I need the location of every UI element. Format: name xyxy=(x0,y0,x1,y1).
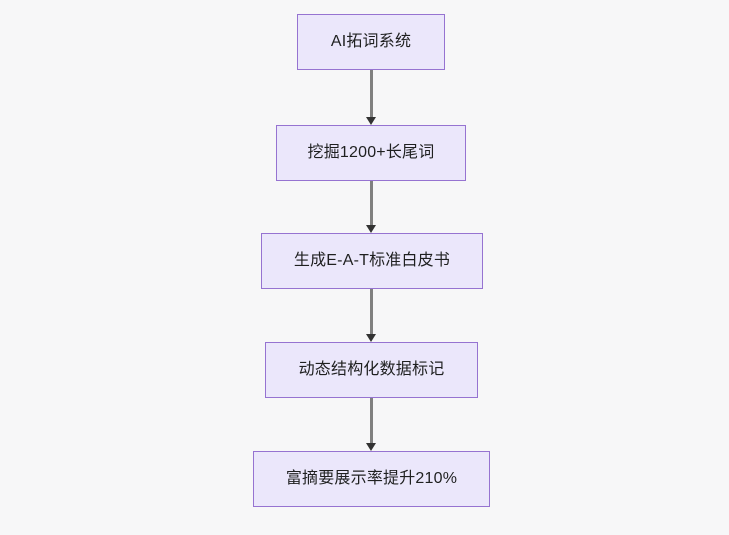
flowchart-node-n5[interactable]: 富摘要展示率提升210% xyxy=(253,451,490,507)
flowchart-edge-n1-n2 xyxy=(369,70,373,117)
flowchart-node-label: 挖掘1200+长尾词 xyxy=(307,144,435,162)
arrow-down-icon xyxy=(366,225,376,233)
flowchart-node-label: 生成E-A-T标准白皮书 xyxy=(293,252,451,270)
flowchart-node-label: 动态结构化数据标记 xyxy=(298,361,445,379)
flowchart-node-n2[interactable]: 挖掘1200+长尾词 xyxy=(276,125,466,181)
flowchart-node-n4[interactable]: 动态结构化数据标记 xyxy=(265,342,478,398)
flowchart-node-n1[interactable]: AI拓词系统 xyxy=(297,14,445,70)
flowchart-node-n3[interactable]: 生成E-A-T标准白皮书 xyxy=(261,233,483,289)
flowchart-edge-n3-n4 xyxy=(369,289,373,334)
flowchart-node-label: AI拓词系统 xyxy=(330,33,412,51)
arrow-down-icon xyxy=(366,443,376,451)
arrow-down-icon xyxy=(366,334,376,342)
flowchart-node-label: 富摘要展示率提升210% xyxy=(285,470,458,488)
flowchart-edge-n4-n5 xyxy=(369,398,373,443)
arrow-down-icon xyxy=(366,117,376,125)
flowchart-edge-n2-n3 xyxy=(369,181,373,225)
